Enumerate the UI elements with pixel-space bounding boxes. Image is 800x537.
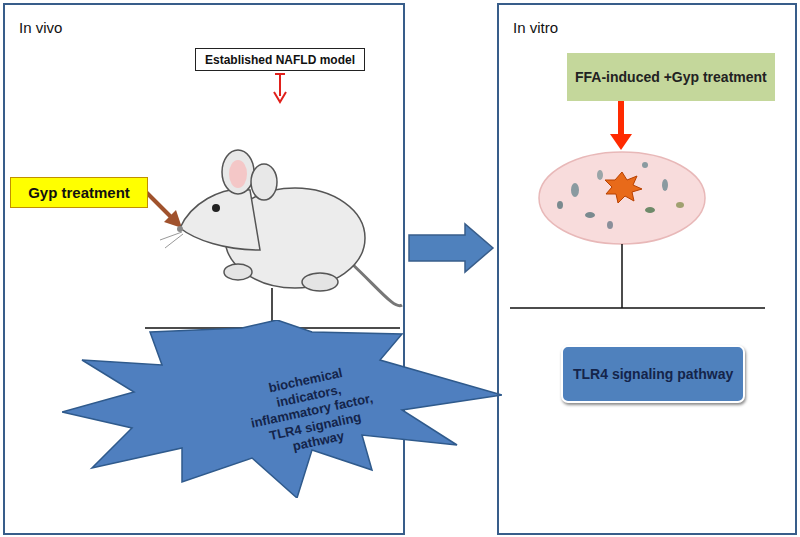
panel-title: In vitro — [513, 19, 558, 36]
node-label: Gyp treatment — [28, 184, 130, 201]
node-label: Established NAFLD model — [205, 53, 355, 67]
treatment-box: FFA-induced +Gyp treatment — [567, 53, 775, 101]
panel-title: In vivo — [19, 19, 62, 36]
panel: In vivoEstablished NAFLD modelGyp treatm… — [3, 3, 405, 535]
stem-line — [621, 244, 623, 308]
model-box: Established NAFLD model — [195, 48, 365, 71]
block-arrow — [409, 224, 493, 272]
treatment-arrow — [146, 192, 182, 228]
base-line — [510, 307, 765, 309]
treatment-box: Gyp treatment — [10, 177, 148, 208]
pathway-box: TLR4 signaling pathway — [561, 345, 745, 403]
mouse-illustration — [160, 150, 402, 306]
panel: In vitroFFA-induced +Gyp treatmentTLR4 s… — [497, 3, 797, 535]
red-arrow — [274, 74, 286, 102]
node-label: TLR4 signaling pathway — [573, 366, 733, 382]
red-arrow — [610, 100, 632, 150]
node-label: FFA-induced +Gyp treatment — [575, 69, 767, 85]
cell-illustration — [539, 152, 705, 244]
result-starburst: biochemical indicators, inflammatory fac… — [62, 320, 502, 498]
